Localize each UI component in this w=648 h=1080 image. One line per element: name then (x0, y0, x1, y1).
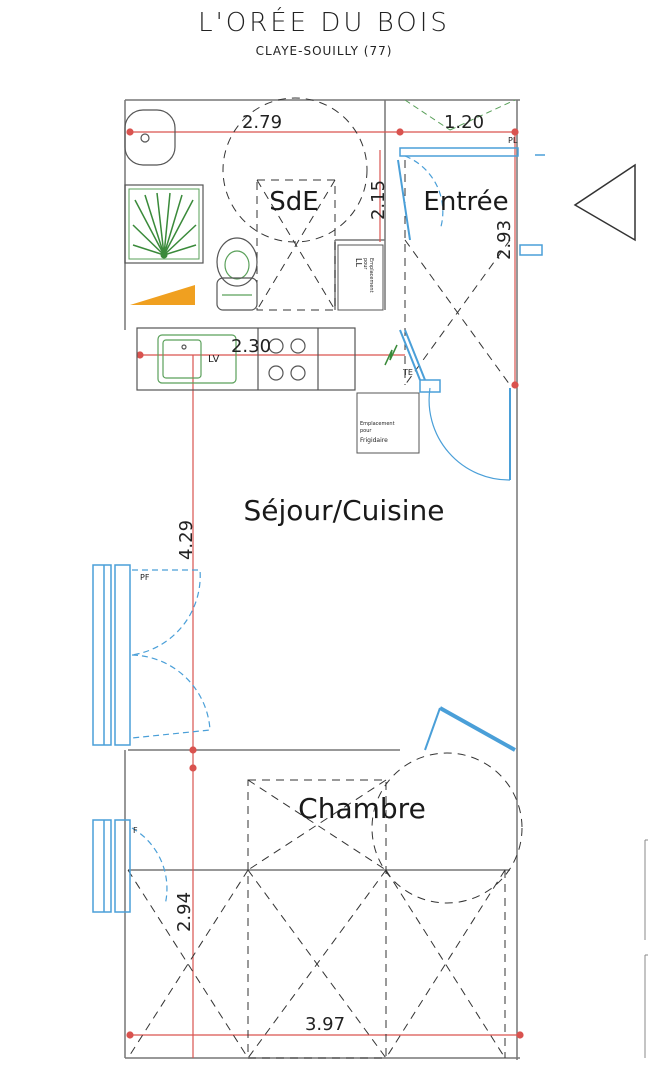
shower-tray (124, 184, 204, 264)
electrical-panel (399, 329, 426, 381)
fridge-label-line3: Frigidaire (360, 437, 388, 444)
svg-text:Emplacement: Emplacement (368, 258, 374, 293)
label-f: F (133, 826, 138, 835)
room-label-entree: Entrée (423, 187, 508, 217)
dimension-lines (126, 128, 524, 1058)
turning-circles (222, 97, 523, 904)
fridge-label-line1: Emplacement (360, 421, 395, 427)
washing-machine-location (337, 244, 384, 311)
fridge-location (356, 392, 420, 454)
label-lv: LV (208, 354, 219, 365)
page-title: L'ORÉE DU BOIS (198, 8, 450, 38)
north-arrow (573, 163, 636, 242)
room-label-chambre: Chambre (298, 792, 426, 825)
lightning-icon (384, 344, 398, 366)
ll-location-label: Emplacement pour LL (354, 258, 374, 293)
washbasin (124, 109, 176, 166)
svg-text:pour: pour (362, 258, 368, 270)
shower-ramp (130, 285, 195, 305)
label-pl: PL (508, 136, 518, 145)
label-pf: PF (140, 573, 150, 582)
walls (124, 99, 520, 1060)
dimension-279: 2.79 (242, 112, 282, 133)
dimension-293: 2.93 (494, 220, 515, 260)
entrance-roof-mark (404, 99, 516, 131)
kitchen-counter (136, 327, 356, 391)
dimension-397: 3.97 (305, 1014, 345, 1035)
page-subtitle: CLAYE-SOUILLY (77) (255, 44, 393, 58)
dimension-429: 4.29 (176, 520, 197, 560)
toilet (216, 237, 258, 311)
dimension-120: 1.20 (444, 112, 484, 133)
svg-text:LL: LL (354, 258, 363, 267)
room-label-sejour: Séjour/Cuisine (243, 494, 444, 527)
openings (92, 147, 545, 913)
room-label-sde: SdE (269, 187, 318, 217)
swing-arcs (131, 569, 211, 906)
dimension-215: 2.15 (368, 180, 389, 220)
dimension-294: 2.94 (174, 892, 195, 932)
clearance-zones (127, 160, 511, 1059)
label-te: TE (402, 368, 413, 377)
fridge-label-line2: pour (360, 428, 372, 434)
dimension-230: 2.30 (231, 336, 271, 357)
